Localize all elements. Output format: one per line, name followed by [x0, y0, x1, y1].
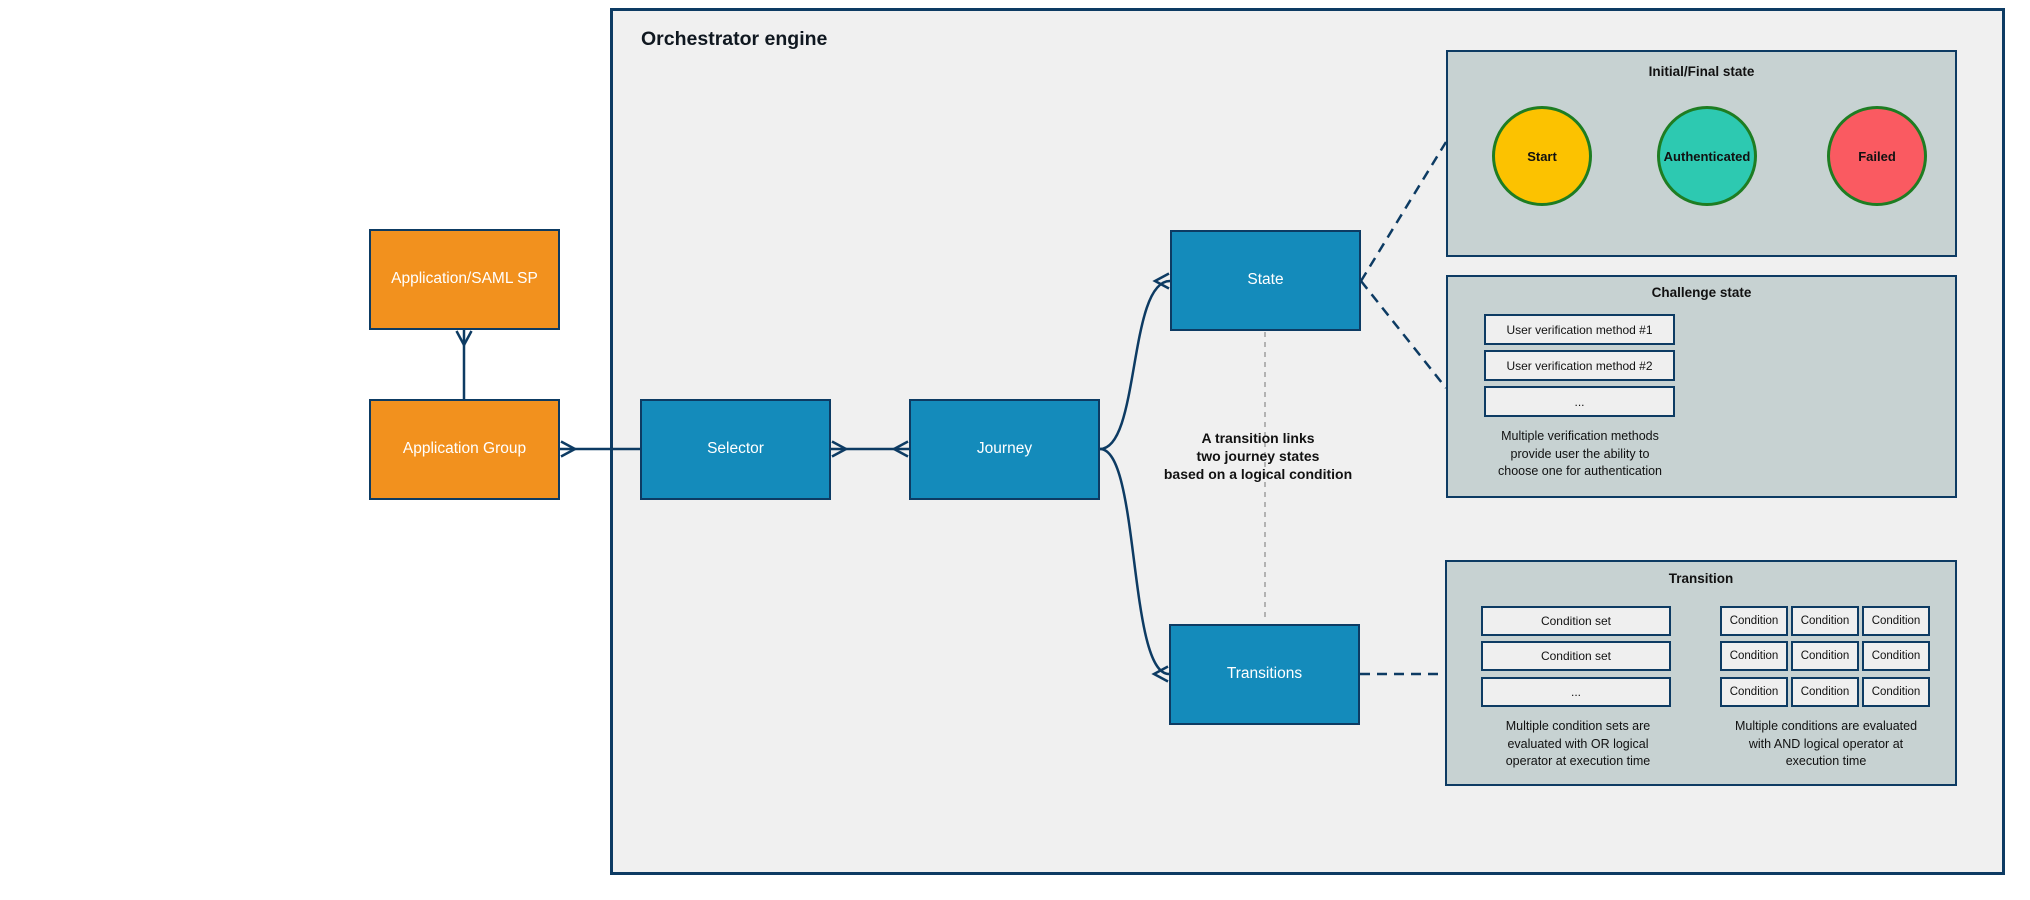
condition-set-more-label: ... [1570, 685, 1581, 699]
node-state-label: State [1247, 271, 1284, 289]
condition-cell-r1c1-label: Condition [1729, 615, 1779, 627]
node-state: State [1170, 230, 1361, 331]
verification-method-1-label: User verification method #1 [1506, 322, 1653, 337]
challenge-caption-line-2: provide user the ability to [1510, 446, 1650, 461]
state-circle-failed: Failed [1827, 106, 1927, 206]
condition-cell-r2c2: Condition [1791, 641, 1859, 671]
condition-set-row-1: Condition set [1481, 606, 1671, 636]
challenge-state-title: Challenge state [1651, 285, 1752, 300]
section-transition: Transition [1445, 560, 1957, 786]
condition-cell-r3c2: Condition [1791, 677, 1859, 707]
state-circle-authenticated: Authenticated [1657, 106, 1757, 206]
condition-cell-r3c1: Condition [1720, 677, 1788, 707]
verification-method-more-label: ... [1574, 394, 1585, 409]
or-caption-line-1: Multiple condition sets are [1505, 719, 1651, 733]
state-circle-start: Start [1492, 106, 1592, 206]
condition-cell-r2c1: Condition [1720, 641, 1788, 671]
condition-cell-r3c3: Condition [1862, 677, 1930, 707]
verification-method-row-more: ... [1484, 386, 1675, 417]
transition-note-line-1: A transition links [1201, 430, 1315, 446]
transition-note-line-3: based on a logical condition [1163, 466, 1353, 482]
condition-set-1-label: Condition set [1540, 614, 1612, 628]
challenge-state-caption: Multiple verification methods provide us… [1498, 428, 1662, 481]
transition-and-caption: Multiple conditions are evaluated with A… [1735, 718, 1917, 771]
state-circle-failed-label: Failed [1858, 148, 1896, 164]
challenge-caption-line-3: choose one for authentication [1497, 464, 1663, 478]
or-caption-line-2: evaluated with OR logical [1507, 736, 1649, 751]
verification-method-row-1: User verification method #1 [1484, 314, 1675, 345]
and-caption-line-1: Multiple conditions are evaluated [1734, 719, 1918, 733]
or-caption-line-3: operator at execution time [1505, 754, 1651, 768]
and-caption-line-2: with AND logical operator at [1748, 736, 1904, 751]
condition-cell-r1c1: Condition [1720, 606, 1788, 636]
node-application-saml-sp: Application/SAML SP [369, 229, 560, 330]
condition-set-2-label: Condition set [1540, 649, 1612, 663]
challenge-caption-line-1: Multiple verification methods [1501, 429, 1659, 443]
condition-cell-r1c3: Condition [1862, 606, 1930, 636]
node-journey: Journey [909, 399, 1100, 500]
condition-cell-r1c2: Condition [1791, 606, 1859, 636]
node-application-group-label: Application Group [402, 440, 527, 458]
initial-final-state-title: Initial/Final state [1648, 64, 1755, 79]
condition-set-row-more: ... [1481, 677, 1671, 707]
condition-cell-r2c1-label: Condition [1729, 650, 1779, 662]
transition-note-line-2: two journey states [1196, 448, 1320, 464]
node-transitions-label: Transitions [1226, 665, 1303, 683]
crowfoot-appgroup-icon [560, 440, 578, 458]
transition-title: Transition [1668, 571, 1734, 586]
state-circle-authenticated-label: Authenticated [1663, 148, 1751, 164]
node-application-group: Application Group [369, 399, 560, 500]
condition-cell-r3c1-label: Condition [1729, 686, 1779, 698]
condition-cell-r2c2-label: Condition [1800, 650, 1850, 662]
transition-note: A transition links two journey states ba… [1164, 429, 1352, 483]
condition-set-row-2: Condition set [1481, 641, 1671, 671]
node-application-saml-sp-label: Application/SAML SP [391, 270, 538, 288]
condition-cell-r3c3-label: Condition [1871, 686, 1921, 698]
state-circle-start-label: Start [1527, 148, 1557, 164]
verification-method-row-2: User verification method #2 [1484, 350, 1675, 381]
transition-or-caption: Multiple condition sets are evaluated wi… [1506, 718, 1651, 771]
condition-cell-r2c3: Condition [1862, 641, 1930, 671]
and-caption-line-3: execution time [1785, 754, 1867, 768]
condition-cell-r2c3-label: Condition [1871, 650, 1921, 662]
node-transitions: Transitions [1169, 624, 1360, 725]
node-selector-label: Selector [707, 440, 764, 458]
condition-cell-r1c3-label: Condition [1871, 615, 1921, 627]
section-challenge-state: Challenge state [1446, 275, 1957, 498]
orchestrator-engine-title: Orchestrator engine [641, 28, 828, 50]
condition-cell-r1c2-label: Condition [1800, 615, 1850, 627]
node-journey-label: Journey [976, 440, 1033, 458]
node-selector: Selector [640, 399, 831, 500]
condition-cell-r3c2-label: Condition [1800, 686, 1850, 698]
crowfoot-appsaml-icon [455, 330, 473, 348]
verification-method-2-label: User verification method #2 [1506, 358, 1653, 373]
